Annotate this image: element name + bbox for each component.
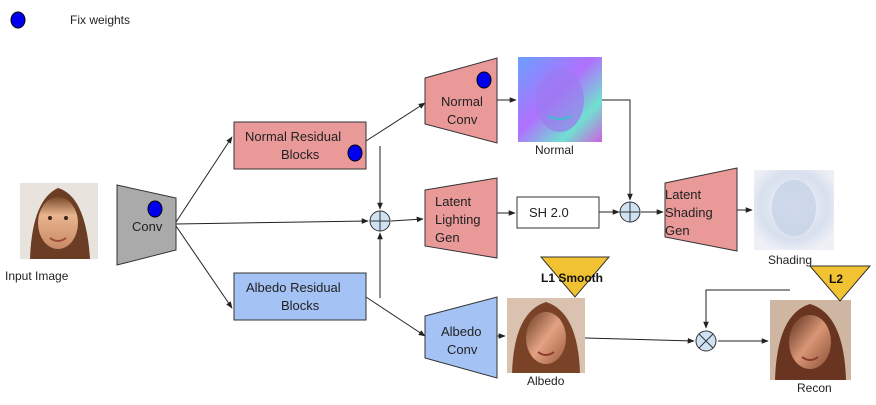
normal-map-image — [518, 57, 602, 142]
recon-image-label: Recon — [797, 381, 832, 395]
normal-conv-fix-weights-marker — [476, 71, 492, 89]
conv-label: Conv — [132, 219, 163, 234]
normal-conv-label-line2: Conv — [447, 112, 478, 127]
sum-node-1 — [369, 210, 391, 232]
latent-lighting-label-line3: Gen — [435, 230, 460, 245]
latent-shading-label-line1: Latent — [665, 187, 702, 202]
fix-weights-legend-label: Fix weights — [70, 13, 130, 27]
input-image-label: Input Image — [5, 269, 69, 283]
sh-label: SH 2.0 — [529, 205, 569, 220]
albedo-image — [507, 298, 585, 373]
albedo-conv-label-line1: Albedo — [441, 324, 481, 339]
recon-image — [770, 300, 851, 380]
fix-weights-legend-marker — [10, 11, 26, 29]
normal-conv-label-line1: Normal — [441, 94, 483, 109]
latent-shading-label-line3: Gen — [665, 223, 690, 238]
multiply-node — [695, 330, 717, 352]
latent-shading-label-line2: Shading — [665, 205, 713, 220]
normal-residual-blocks — [233, 121, 367, 170]
normal-residual-label-line2: Blocks — [281, 147, 320, 162]
conv-fix-weights-marker — [147, 200, 163, 218]
albedo-residual-blocks — [233, 272, 367, 321]
latent-shading-gen-block — [664, 167, 738, 252]
albedo-residual-label-line1: Albedo Residual — [246, 280, 341, 295]
normal-image-label: Normal — [535, 143, 574, 157]
l2-loss-triangle — [808, 265, 872, 302]
albedo-image-label: Albedo — [527, 374, 565, 388]
normal-residual-fix-weights-marker — [347, 144, 363, 162]
l1-smooth-loss-label: L1 Smooth — [541, 271, 603, 285]
edges — [175, 97, 790, 344]
l2-loss-label: L2 — [829, 272, 843, 286]
albedo-conv-label-line2: Conv — [447, 342, 478, 357]
sh-block — [516, 196, 600, 229]
normal-residual-label-line1: Normal Residual — [245, 129, 341, 144]
albedo-residual-label-line2: Blocks — [281, 298, 320, 313]
shading-image-label: Shading — [768, 253, 812, 267]
shading-image — [754, 170, 834, 250]
sum-node-2 — [619, 201, 641, 223]
albedo-conv-block — [424, 296, 498, 379]
latent-lighting-label-line2: Lighting — [435, 212, 481, 227]
input-image — [20, 183, 98, 259]
latent-lighting-label-line1: Latent — [435, 194, 472, 209]
latent-lighting-gen-block — [424, 177, 498, 259]
l1-smooth-loss-triangle — [539, 256, 611, 298]
